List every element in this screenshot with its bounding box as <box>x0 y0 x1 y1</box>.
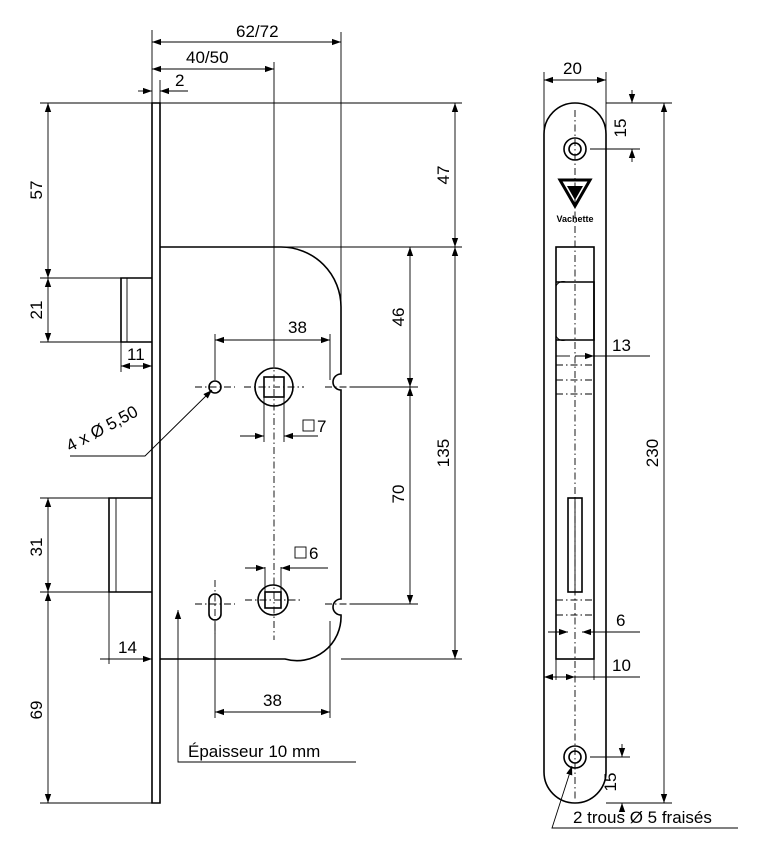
dim-11: 11 <box>127 345 145 364</box>
dim-13: 13 <box>612 336 631 355</box>
screw-hole-bottom <box>563 745 587 769</box>
thickness-note: Épaisseur 10 mm <box>188 742 320 761</box>
deadbolt <box>120 277 152 343</box>
dim-15-bottom: 15 <box>601 773 620 792</box>
latch-bolt <box>108 497 152 593</box>
dim-15-top: 15 <box>611 119 630 138</box>
dim-21: 21 <box>27 301 46 320</box>
faceplate-front-view: Vachette 20 15 230 13 6 10 <box>543 59 738 829</box>
dim-69: 69 <box>27 701 46 720</box>
dim-20: 20 <box>563 59 582 78</box>
deadbolt-front <box>556 281 595 341</box>
screw-hole-top <box>563 137 587 161</box>
faceplate <box>151 102 161 804</box>
dim-70: 70 <box>389 485 408 504</box>
square-symbol-icon <box>302 419 315 432</box>
dim-230: 230 <box>643 439 662 467</box>
dim-135: 135 <box>434 439 453 467</box>
screw-holes-note: 2 trous Ø 5 fraisés <box>573 808 712 827</box>
holes-note: 4 x Ø 5,50 <box>63 402 141 456</box>
cylinder-hub <box>257 584 289 616</box>
dim-47: 47 <box>434 166 453 185</box>
dim-38-lower: 38 <box>263 691 282 710</box>
fixing-slot <box>208 593 222 621</box>
square-symbol-icon <box>294 546 307 559</box>
dim-2: 2 <box>175 71 184 90</box>
lock-side-view: 62/72 40/50 2 57 21 11 31 14 69 47 46 7 <box>27 22 462 804</box>
dim-62-72: 62/72 <box>236 22 279 41</box>
dim-38-upper: 38 <box>288 318 307 337</box>
dim-square-7: 7 <box>317 417 326 436</box>
dim-6: 6 <box>616 611 625 630</box>
dim-31: 31 <box>27 538 46 557</box>
front-plate <box>543 102 607 804</box>
dim-40-50: 40/50 <box>186 48 229 67</box>
brand-name: Vachette <box>556 214 593 224</box>
dim-square-6: 6 <box>309 544 318 563</box>
dim-10: 10 <box>612 656 631 675</box>
dim-46: 46 <box>389 308 408 327</box>
lock-case <box>160 246 342 662</box>
dim-14: 14 <box>118 638 137 657</box>
dim-57: 57 <box>27 181 46 200</box>
vachette-logo-icon <box>557 178 593 210</box>
